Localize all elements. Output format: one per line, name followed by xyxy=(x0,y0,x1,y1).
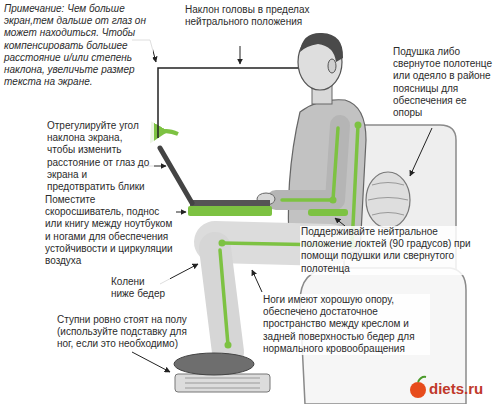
annotation-text: Ступни ровно стоят на полу (используйте … xyxy=(56,314,198,351)
annotation-text: Подушка либо свернутое полотенце или оде… xyxy=(392,46,498,119)
shin xyxy=(215,248,228,352)
elbow-cushion xyxy=(308,209,348,216)
hair xyxy=(300,33,343,62)
label-box: Наклон головы в пределах нейтрального по… xyxy=(184,4,319,29)
annotation-text: Наклон головы в пределах нейтрального по… xyxy=(184,4,319,28)
arm xyxy=(276,125,340,200)
annotation-text: Поместите скоросшиватель, поднос или кни… xyxy=(44,194,176,267)
label-box: diets.ru xyxy=(428,380,498,399)
annotation-text: Отрегулируйте угол наклона экрана, чтобы… xyxy=(46,120,154,193)
laptop-base xyxy=(190,200,270,206)
annotation-text: Примечание: Чем больше экран,тем дальше … xyxy=(3,3,153,88)
watermark: diets.ru xyxy=(428,380,498,398)
lumbar-pillow xyxy=(366,172,410,228)
tilt-arrow xyxy=(152,131,178,140)
footrest xyxy=(175,374,270,392)
label-box: Поддерживайте нейтральное положение локт… xyxy=(300,226,490,275)
label-box: Отрегулируйте угол наклона экрана, чтобы… xyxy=(46,120,154,194)
label-box: Поместите скоросшиватель, поднос или кни… xyxy=(44,194,176,268)
label-box: Ступни ровно стоят на полу (используйте … xyxy=(56,314,198,351)
label-box: Подушка либо свернутое полотенце или оде… xyxy=(392,46,498,120)
lap-tray xyxy=(188,206,272,216)
annotation-text: Колени ниже бедер xyxy=(110,276,170,300)
shoe xyxy=(174,353,254,375)
label-box: Ноги имеют хорошую опору, обеспечено дос… xyxy=(262,294,430,355)
label-box: Примечание: Чем больше экран,тем дальше … xyxy=(3,3,153,89)
annotation-text: Ноги имеют хорошую опору, обеспечено дос… xyxy=(262,294,430,355)
watermark-icon xyxy=(410,377,426,398)
distance-bracket xyxy=(158,68,298,138)
label-box: Колени ниже бедер xyxy=(110,276,170,301)
annotation-text: Поддерживайте нейтральное положение локт… xyxy=(300,226,490,275)
ear xyxy=(328,59,336,73)
